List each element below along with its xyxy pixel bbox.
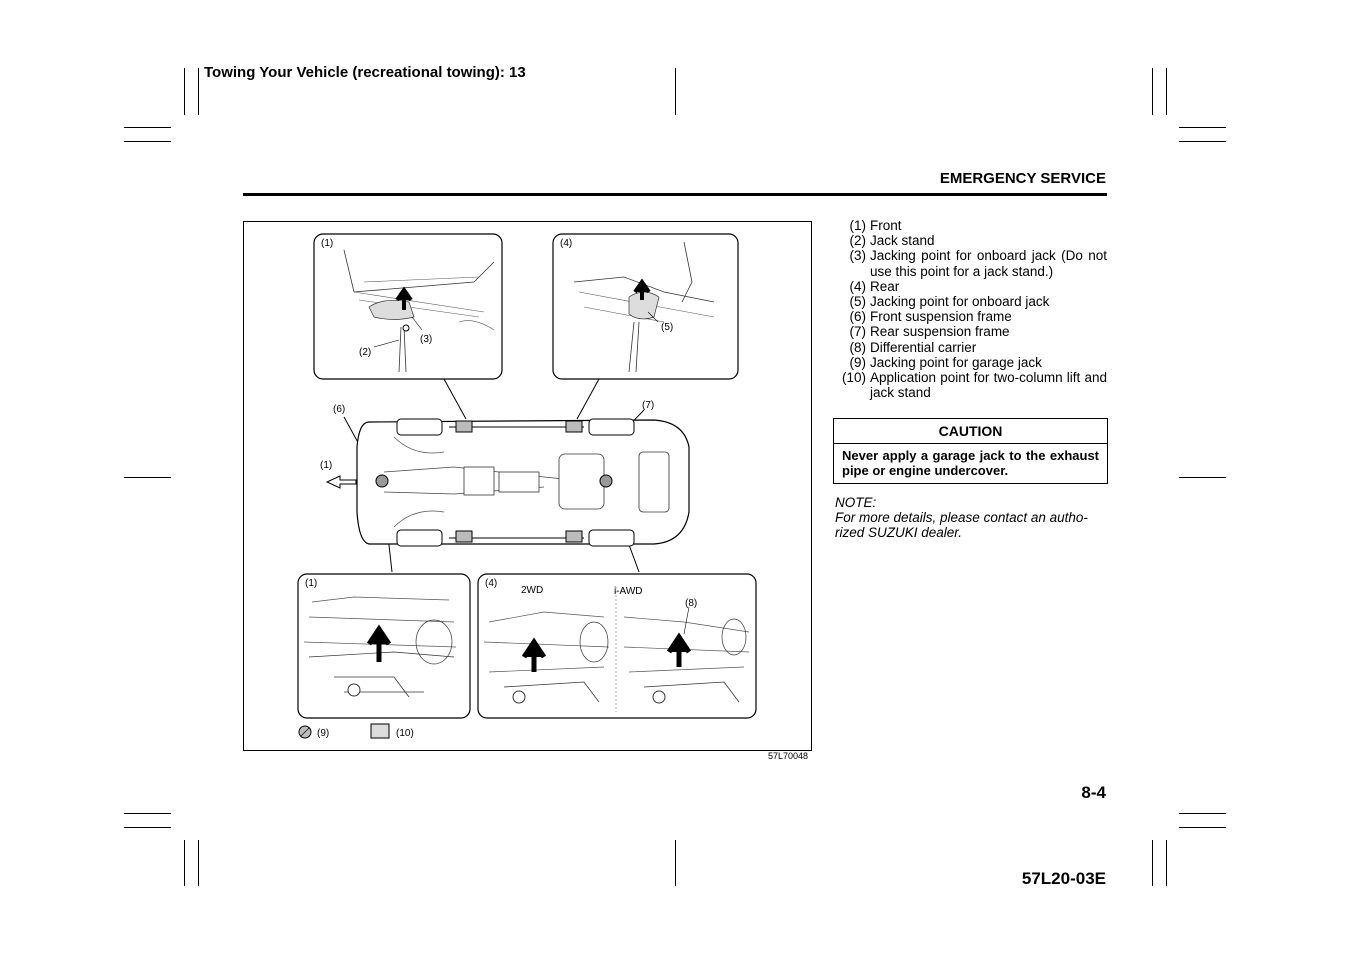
legend-item: (2)Jack stand (849, 233, 935, 249)
callout-rear-top: (4) (560, 238, 572, 249)
legend-item: (10)Application point for two-column lif… (841, 370, 1107, 401)
legend-item: (4)Rear (849, 278, 900, 294)
callout-onboard-front: (3) (420, 334, 432, 345)
caution-box: CAUTION Never apply a garage jack to the… (833, 418, 1108, 484)
symbol-legend: (9) (10) (298, 723, 414, 739)
jacking-points-figure: (1) (2) (3) (4) (5) (243, 221, 812, 751)
legend-garage-jack: (9) (317, 728, 329, 739)
callout-front-top: (1) (321, 238, 333, 249)
callout-rear-suspension: (7) (642, 400, 654, 411)
caution-text: Never apply a garage jack to the exhaust… (842, 448, 1099, 478)
note: NOTE: For more details, please contact a… (835, 495, 1107, 540)
caution-title: CAUTION (834, 419, 1107, 444)
page-number: 8-4 (1081, 783, 1106, 802)
note-text: For more details, please contact an auth… (835, 510, 1088, 540)
legend-lift-point: (10) (396, 728, 414, 739)
legend-item: (8)Differential carrier (849, 339, 977, 355)
callout-front-suspension: (6) (333, 404, 345, 415)
callout-differential: (8) (685, 598, 697, 609)
callout-front-arrow: (1) (320, 460, 332, 471)
figure-code: 57L70048 (768, 751, 809, 761)
callout-onboard-rear: (5) (661, 322, 673, 333)
callout-jack-stand: (2) (359, 347, 371, 358)
inset-rear-top: (4) (5) (552, 233, 739, 380)
callout-front-bottom: (1) (305, 578, 317, 589)
callout-rear-bottom: (4) (485, 578, 497, 589)
inset-front-bottom: (1) (297, 573, 471, 719)
section-title: EMERGENCY SERVICE (939, 170, 1106, 187)
document-code: 57L20-03E (1021, 869, 1106, 888)
label-i-awd: i-AWD (614, 586, 643, 597)
header-rule (243, 193, 1107, 196)
legend-item: (3)Jacking point for onboard jack (Do no… (849, 248, 1108, 279)
note-label: NOTE: (835, 495, 877, 510)
legend-item: (1)Front (849, 218, 902, 233)
legend-item: (6)Front suspension frame (849, 309, 1012, 325)
inset-front-top: (1) (2) (3) (313, 233, 503, 380)
legend-item: (9)Jacking point for garage jack (849, 354, 1042, 370)
running-title: Towing Your Vehicle (recreational towing… (204, 64, 526, 81)
car-underbody: (6) (7) (1) (320, 400, 690, 547)
callout-legend: (1)Front (2)Jack stand (3)Jacking point … (836, 218, 1107, 400)
inset-rear-bottom: (4) 2WD i-AWD (8) (477, 573, 757, 719)
legend-item: (5)Jacking point for onboard jack (849, 294, 1050, 310)
label-2wd: 2WD (521, 585, 543, 596)
legend-item: (7)Rear suspension frame (849, 324, 1010, 340)
